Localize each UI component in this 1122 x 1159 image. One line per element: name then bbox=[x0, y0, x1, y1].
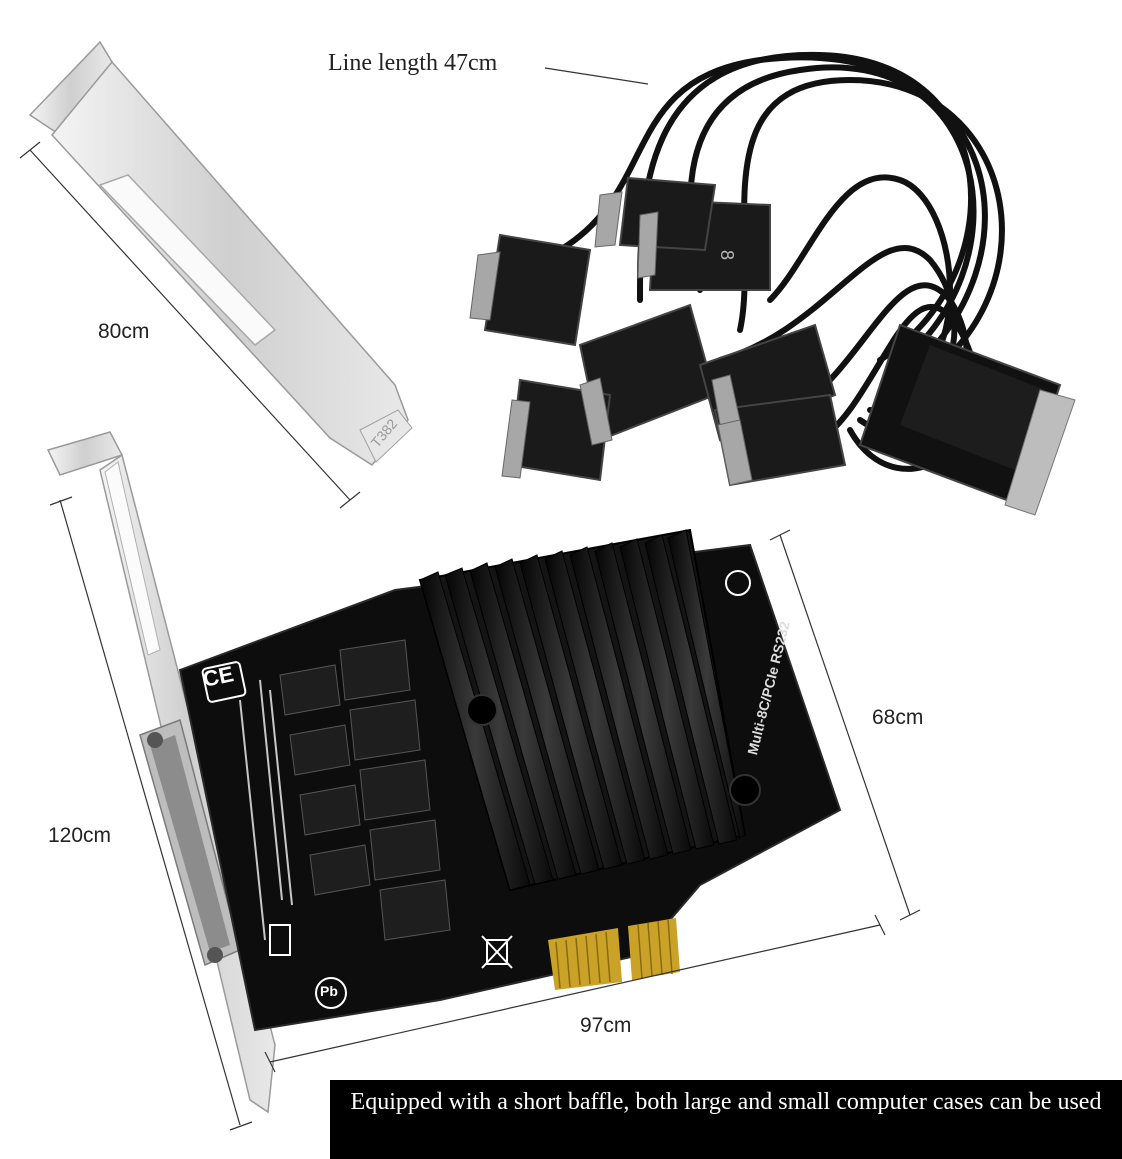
heatsink bbox=[418, 528, 761, 892]
fan-out-cable: 8 bbox=[469, 51, 1076, 516]
card-width-label: 97cm bbox=[580, 1014, 632, 1037]
cable-port-number: 8 bbox=[717, 250, 737, 260]
gold-contacts bbox=[548, 918, 680, 990]
caption-banner: Equipped with a short baffle, both large… bbox=[330, 1080, 1122, 1159]
line-length-pointer bbox=[544, 67, 649, 85]
small-bracket-dimension-line bbox=[19, 141, 361, 509]
low-profile-bracket bbox=[28, 40, 413, 466]
tall-bracket-height-label: 120cm bbox=[48, 824, 112, 847]
pb-mark: Pb bbox=[320, 983, 338, 999]
line-length-label: Line length 47cm bbox=[328, 50, 498, 76]
weee-icon bbox=[481, 935, 513, 969]
tall-bracket-dimension-line bbox=[49, 496, 253, 1131]
small-bracket-height-label: 80cm bbox=[98, 320, 150, 343]
card-height-dimension-line bbox=[769, 529, 921, 921]
card-height-label: 68cm bbox=[872, 706, 924, 729]
db-connector bbox=[139, 719, 241, 967]
card-width-dimension-line bbox=[264, 914, 886, 1073]
